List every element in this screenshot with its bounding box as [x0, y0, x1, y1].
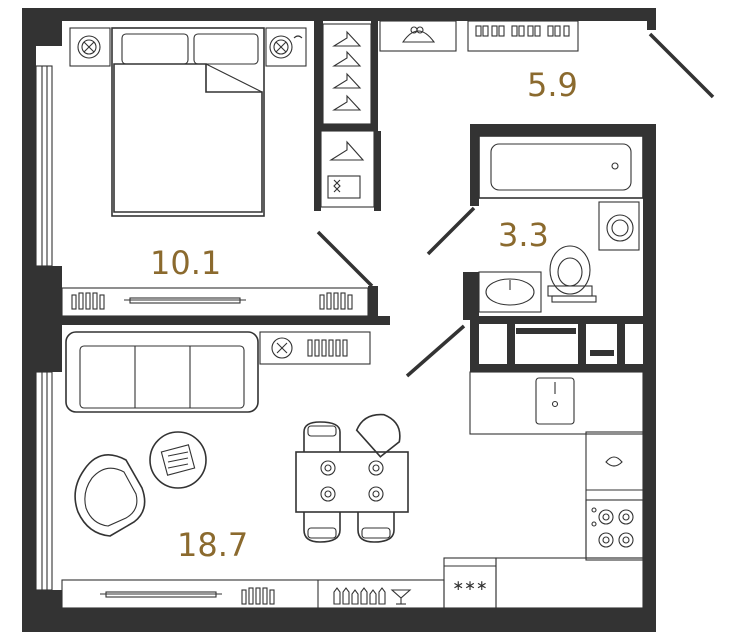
storage-area-label: 5.9 — [527, 66, 578, 104]
nightstand-right — [265, 27, 307, 67]
sofa — [65, 331, 259, 413]
doors — [316, 32, 715, 378]
bathtub — [478, 135, 644, 199]
kitchen-counter — [469, 371, 644, 561]
toilet — [547, 245, 597, 303]
washing-machine — [598, 201, 640, 251]
bed — [111, 27, 265, 217]
tv-console — [61, 579, 445, 609]
nightstand-left — [69, 27, 111, 67]
dining-table — [295, 451, 409, 513]
washbasin — [478, 271, 542, 313]
bedroom-dresser — [61, 287, 369, 317]
bedroom-area-label: 10.1 — [150, 244, 221, 282]
living-area-label: 18.7 — [177, 526, 248, 564]
windows — [35, 65, 53, 591]
side-table — [259, 331, 371, 365]
bathroom-area-label: 3.3 — [498, 216, 549, 254]
armchair — [74, 454, 146, 537]
walls — [22, 8, 656, 632]
cooktop — [585, 499, 644, 559]
oven: ∗∗∗ — [443, 557, 644, 609]
wardrobe — [320, 23, 375, 208]
storage-fixtures — [379, 20, 579, 52]
dining-chairs — [303, 413, 401, 543]
stove-marks: ∗∗∗ — [452, 578, 487, 594]
coffee-table — [149, 431, 207, 489]
